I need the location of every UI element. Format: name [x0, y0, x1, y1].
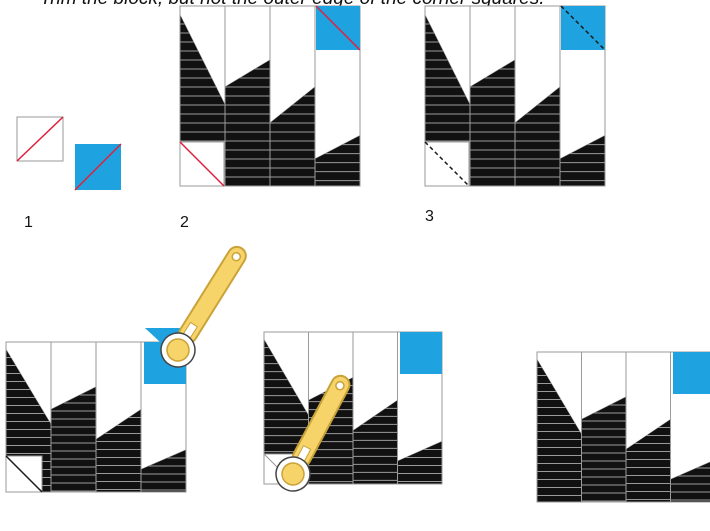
block-trim-1: [6, 342, 186, 492]
corner-square-top-right: [673, 352, 710, 394]
corner-square-top-right: [400, 332, 442, 374]
block-result: [537, 352, 710, 502]
block-step-3: [425, 6, 605, 186]
rotary-cutter-icon: [155, 239, 256, 373]
block-step-2: [180, 6, 360, 186]
